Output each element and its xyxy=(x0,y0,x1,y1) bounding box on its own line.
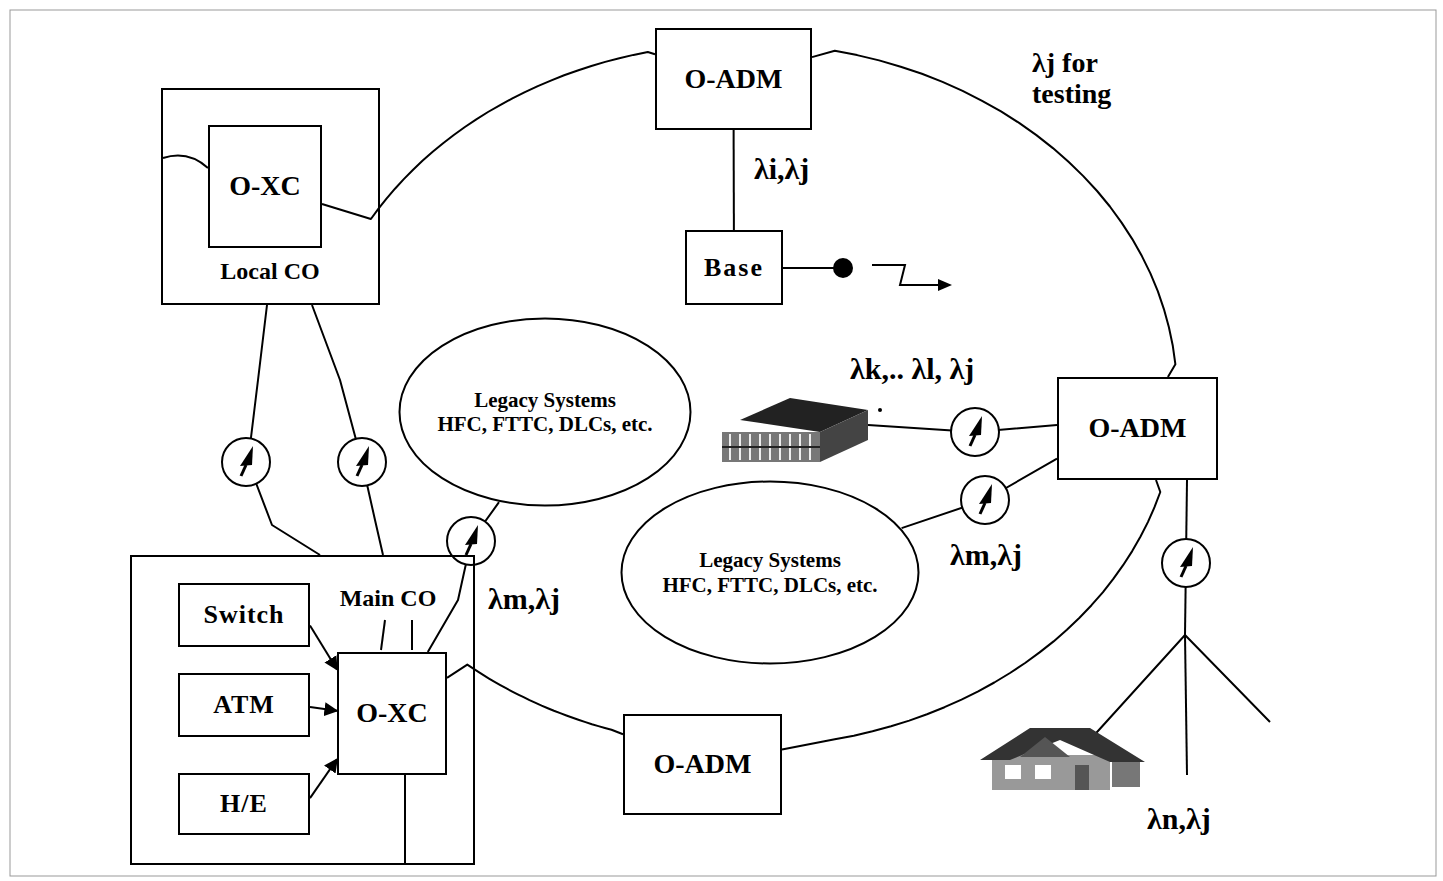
node-label: Main CO xyxy=(340,585,437,613)
amplifier-symbol xyxy=(1162,539,1210,587)
legacy-ellipse: Legacy SystemsHFC, FTTC, DLCs, etc. xyxy=(398,317,692,507)
legacy-ellipse: Legacy SystemsHFC, FTTC, DLCs, etc. xyxy=(620,480,920,665)
cross-connect-box: O-XC xyxy=(208,125,322,248)
wireless-arrow xyxy=(938,279,952,291)
text-group: H/E xyxy=(180,775,308,833)
wavelength-label: λn,λj xyxy=(1145,802,1213,835)
arrow-connector xyxy=(310,759,337,798)
text-group: Main CO xyxy=(340,585,437,613)
wavelength-label: λm,λj xyxy=(948,538,1024,571)
node-label: HFC, FTTC, DLCs, etc. xyxy=(437,412,652,436)
atm-box: ATM xyxy=(178,673,310,737)
antenna-wire xyxy=(783,267,835,269)
text-group: O-ADM xyxy=(1059,379,1216,478)
amplifier-symbol xyxy=(951,408,999,456)
node-label: Legacy Systems xyxy=(474,388,616,412)
node-label: O-ADM xyxy=(1089,412,1187,444)
wavelength-label: λi,λj xyxy=(752,152,811,185)
wireless-arrow xyxy=(872,265,940,285)
antenna-dot xyxy=(833,258,853,278)
amplifier-symbol xyxy=(961,476,1009,524)
amplifier-symbol xyxy=(447,517,495,565)
node-label: Switch xyxy=(203,600,284,630)
node-label: HFC, FTTC, DLCs, etc. xyxy=(662,573,877,597)
switch-box: Switch xyxy=(178,583,310,647)
node-label: O-XC xyxy=(356,697,428,729)
fiber-stub xyxy=(411,620,413,650)
add-drop-box: O-ADM xyxy=(1057,377,1218,480)
add-drop-box: O-ADM xyxy=(655,28,812,130)
dot xyxy=(878,408,882,412)
fiber-stub xyxy=(404,775,406,864)
wavelength-label: λk,.. λl, λj xyxy=(848,352,976,385)
text-group: Legacy SystemsHFC, FTTC, DLCs, etc. xyxy=(398,317,692,507)
text-group: O-ADM xyxy=(657,30,810,128)
text-group: ATM xyxy=(180,675,308,735)
ring-fiber xyxy=(322,52,655,219)
fiber-link xyxy=(312,305,383,555)
text-group: O-ADM xyxy=(625,716,780,813)
node-label: ATM xyxy=(213,690,275,720)
arrow-connector xyxy=(310,626,337,670)
house-icon xyxy=(980,728,1145,790)
node-label: Local CO xyxy=(220,258,319,286)
node-label: Base xyxy=(704,253,764,283)
wavelength-label: λm,λj xyxy=(486,582,562,615)
fiber-link xyxy=(248,305,320,555)
node-label: O-ADM xyxy=(654,748,752,780)
central-office-box: Local CO O-XC xyxy=(161,88,380,305)
text-group: Legacy SystemsHFC, FTTC, DLCs, etc. xyxy=(620,480,920,665)
node-label: O-ADM xyxy=(685,63,783,95)
arrow-connector xyxy=(310,707,337,711)
node-label: O-XC xyxy=(229,170,301,202)
cross-connect-box: O-XC xyxy=(337,652,447,775)
fiber-link xyxy=(902,459,1057,528)
fiber-stub xyxy=(163,156,208,168)
text-group: O-XC xyxy=(339,654,445,773)
fiber-fork xyxy=(1088,635,1270,742)
building-icon xyxy=(722,398,868,462)
wavelength-label: λj for testing xyxy=(1030,48,1164,110)
central-office-box: Main CO SwitchATM H/E O-XC xyxy=(130,555,475,865)
fiber-fork xyxy=(1185,635,1187,775)
base-station-box: Base xyxy=(685,230,783,305)
fiber-stub xyxy=(381,620,385,650)
fiber-link xyxy=(428,502,499,652)
amplifier-symbol xyxy=(338,438,386,486)
add-drop-box: O-ADM xyxy=(623,714,782,815)
node-label: H/E xyxy=(220,789,268,819)
text-group: Base xyxy=(687,232,781,303)
ellipse-outline xyxy=(400,319,691,506)
amplifier-symbol xyxy=(222,438,270,486)
ellipse-outline xyxy=(622,482,919,664)
frame-border xyxy=(10,10,1436,876)
headend-box: H/E xyxy=(178,773,310,835)
fiber-link xyxy=(733,130,735,230)
node-label: Legacy Systems xyxy=(699,548,841,572)
text-group: Local CO xyxy=(220,258,319,286)
text-group: Switch xyxy=(180,585,308,645)
text-group: O-XC xyxy=(210,127,320,246)
